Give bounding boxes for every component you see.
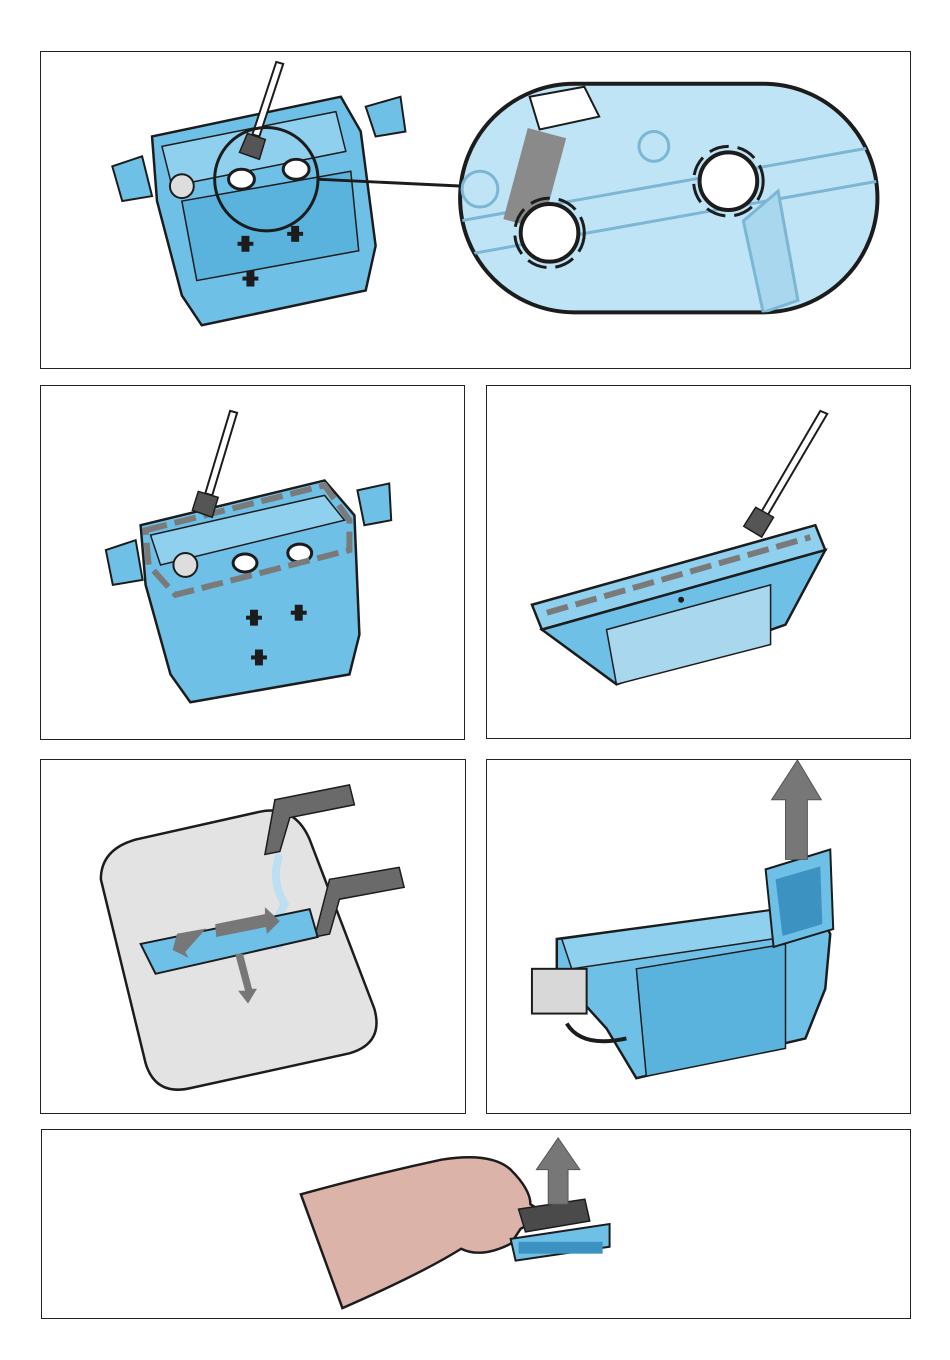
panel-rinse-under-tap bbox=[40, 759, 466, 1114]
tank-rim-illustration bbox=[41, 386, 464, 739]
tank-lid-illustration bbox=[487, 386, 910, 738]
cleaning-brush-icon bbox=[192, 411, 237, 517]
brush-filter-illustration bbox=[42, 1130, 910, 1318]
filter-icon bbox=[766, 849, 834, 946]
panel-brush-tank-lid bbox=[486, 385, 911, 739]
panel-brush-filter bbox=[41, 1129, 911, 1319]
lift-up-arrow-icon bbox=[536, 1138, 580, 1204]
panel-clean-tank-holes bbox=[40, 51, 911, 369]
panel-remove-filter bbox=[486, 759, 911, 1114]
panel-brush-tank-rim bbox=[40, 385, 465, 740]
brush-filter-icon bbox=[511, 1199, 610, 1260]
remove-filter-illustration bbox=[487, 760, 910, 1113]
rinse-illustration bbox=[41, 760, 465, 1113]
hand-icon bbox=[301, 1157, 545, 1308]
cleaning-brush-icon bbox=[744, 411, 828, 537]
remove-up-arrow-icon bbox=[772, 760, 822, 859]
tank-holes-illustration bbox=[41, 52, 910, 368]
